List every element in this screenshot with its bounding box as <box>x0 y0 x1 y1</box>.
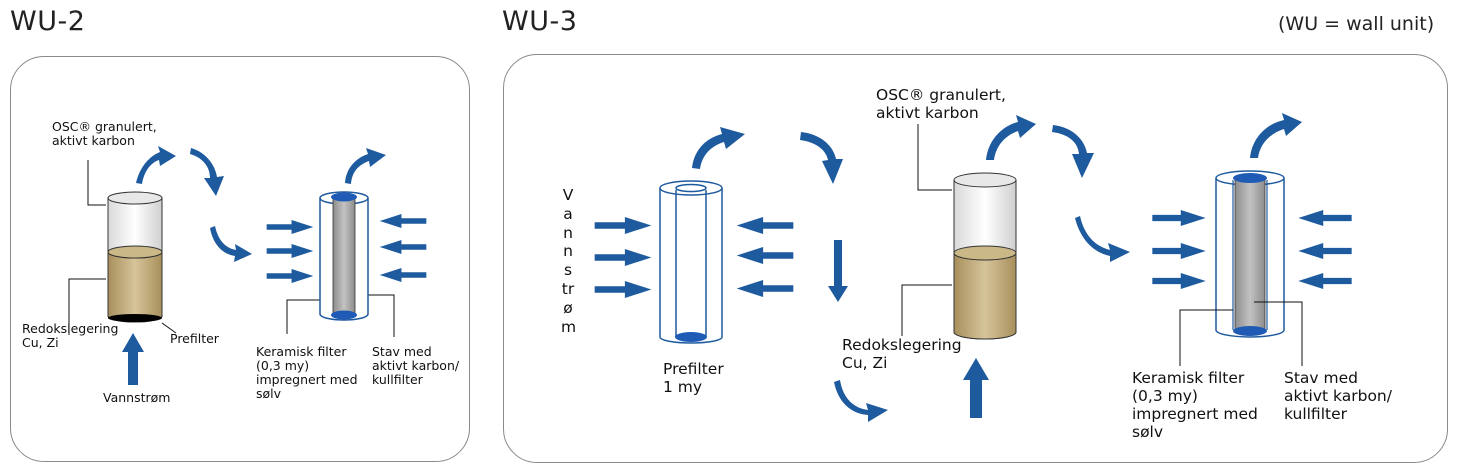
wu3-leader-lines <box>901 124 1303 366</box>
wu2-ceramic-label: Keramisk filter (0,3 my) impregnert med … <box>256 344 358 401</box>
wu2-flow-arrows <box>122 146 386 385</box>
wu2-rod-label: Stav med aktivt karbon/ kullfilter <box>372 344 460 387</box>
wu2-prefilter-label: Prefilter <box>170 331 219 346</box>
wu2-carbon-cartridge <box>107 191 163 323</box>
wu2-leader-lines <box>68 160 395 337</box>
wu2-water-label: Vannstrøm <box>103 390 171 405</box>
wu3-carbon-cartridge <box>953 172 1017 340</box>
wu3-title: WU-3 <box>502 6 578 37</box>
wu2-ceramic-filter <box>319 191 369 321</box>
wall-unit-note: (WU = wall unit) <box>1278 13 1435 35</box>
wu2-redox-label: Redokslegering Cu, Zi <box>22 321 119 350</box>
wu2-osc-label: OSC® granulert, aktivt karbon <box>52 119 157 148</box>
wu3-flow-arrows <box>692 113 1302 422</box>
wu2-title: WU-2 <box>10 6 86 37</box>
wu3-osc-label: OSC® granulert, aktivt karbon <box>876 86 1006 122</box>
wu3-ceramic-label: Keramisk filter (0,3 my) impregnert med … <box>1132 369 1258 441</box>
wu3-prefilter-label: Prefilter 1 my <box>663 360 724 396</box>
wu3-redox-label: Redokslegering Cu, Zi <box>842 336 962 372</box>
wu3-ceramic-filter <box>1215 170 1285 338</box>
wu3-rod-label: Stav med aktivt karbon/ kullfilter <box>1284 369 1392 423</box>
wu3-water-label: Vannstrøm <box>561 186 577 336</box>
wu3-prefilter-cartridge <box>659 180 723 344</box>
